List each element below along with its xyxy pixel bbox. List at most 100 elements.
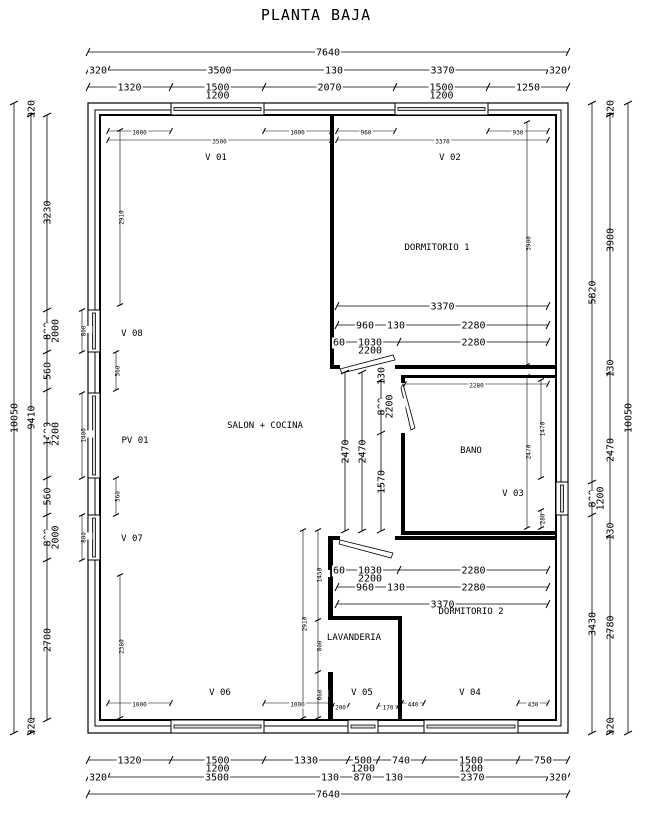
dimension-label: 5820: [588, 280, 599, 304]
dimension-tick: [78, 513, 86, 517]
dimension-label: 320: [606, 100, 617, 118]
dimension-label: 1000: [132, 702, 147, 709]
dimension-int-top-3370: 3370: [335, 136, 550, 146]
dimension-tick: [546, 127, 550, 135]
interior-wall: [403, 375, 556, 378]
dimension-label: 130: [387, 583, 405, 594]
dimension-tick: [42, 349, 52, 355]
dimension-label-bg: [457, 755, 485, 767]
dimension-tick: [335, 127, 339, 135]
dimension-tick: [116, 128, 124, 132]
dimension-tick: [116, 573, 124, 577]
dimension-label-bg: [460, 320, 487, 332]
dimension-tick: [26, 112, 36, 118]
dimension-label: 2780: [606, 615, 617, 639]
room-dormitorio-1: DORMITORIO 1: [404, 243, 469, 253]
window-glass: [92, 517, 96, 558]
dimension-label: 60: [333, 338, 345, 349]
dimension-tick: [314, 528, 322, 532]
dimension-label-bg: [204, 82, 231, 94]
dimension-label-bg: [352, 443, 379, 455]
dimension-label: 9410: [27, 405, 38, 429]
dimension-tick: [546, 699, 550, 707]
dimension-label: 3430: [588, 612, 599, 636]
dimension-label-bg: [203, 772, 231, 784]
dimension-label: 3370: [430, 600, 454, 611]
dimension-label: 2200: [358, 574, 382, 585]
dimension-label: 1400: [81, 428, 88, 443]
dimension-bath-width: 2280: [403, 380, 550, 390]
dimension-tick: [545, 582, 551, 592]
door-swing: [339, 354, 396, 374]
dimension-label-bg: [600, 619, 627, 631]
dimension-label: 3500: [205, 773, 229, 784]
dimension-dorm1-total: 3370: [334, 301, 551, 313]
dimension-tick: [329, 127, 333, 135]
dimension-label-bg: [87, 65, 109, 77]
dimension-tick: [168, 755, 174, 765]
dimension-label-bg: [514, 82, 542, 94]
dimension-label: 2370: [460, 773, 484, 784]
dimension-tick: [262, 127, 266, 135]
dimension-tick: [422, 699, 426, 707]
dimension-label-bg: [460, 337, 487, 349]
dimension-tick: [331, 702, 335, 710]
interior-wall: [328, 536, 340, 540]
dimension-tick: [357, 528, 367, 534]
dimension-label-bg: [582, 284, 609, 296]
window-glass: [173, 107, 262, 111]
window-glass: [173, 724, 262, 729]
dimension-tick: [85, 789, 91, 799]
dimension-label-bg: [406, 701, 420, 709]
dimension-label: 2470: [526, 444, 533, 459]
dimension-label: 2470: [606, 438, 617, 462]
dimension-label-bg: [429, 65, 456, 77]
dimension-label-bg: [460, 565, 487, 577]
room-salon-cocina: SALON + COCINA: [227, 421, 303, 431]
dimension-label-bg: [354, 582, 376, 594]
dimension-tick: [42, 387, 52, 393]
dimension-label-bg: [429, 599, 456, 611]
dimension-tick: [523, 526, 531, 530]
dimension-label-bg: [429, 301, 456, 313]
dimension-dorm1-height: 3900: [522, 120, 540, 367]
dimension-label: 170: [383, 705, 394, 712]
dimension-salon-2380: 2380: [115, 573, 133, 720]
dimension-tick: [169, 699, 173, 707]
dimension-label-bg: [204, 763, 231, 775]
dimension-tick: [42, 557, 52, 563]
dimension-label-bg: [204, 90, 231, 102]
dimension-label: 440: [408, 702, 419, 709]
dimension-label-bg: [603, 360, 624, 372]
dimension-label-bg: [590, 490, 617, 502]
dimension-tick: [299, 716, 307, 720]
dimension-label-bg: [331, 565, 347, 577]
dimension-label-bg: [434, 138, 452, 146]
dimension-label: 3500: [212, 139, 227, 146]
interior-wall: [398, 616, 402, 720]
dimension-tick: [112, 476, 120, 480]
dimension-label: 800: [81, 532, 88, 543]
dimension-label: 280: [540, 513, 547, 524]
dimension-label-bg: [40, 488, 61, 500]
dimension-label-bg: [289, 701, 307, 709]
dimension-tick: [78, 391, 86, 395]
dimension-tick: [375, 755, 381, 765]
dimension-label: 1500: [459, 756, 483, 767]
dimension-tick: [42, 717, 52, 723]
dimension-tick: [537, 508, 545, 512]
window-glass: [92, 312, 96, 350]
dimension-label: 1320: [117, 756, 141, 767]
dimension-label-bg: [116, 755, 143, 767]
dimension-label: 2700: [43, 628, 54, 652]
dimension-salon-2910: 2910: [115, 128, 133, 307]
dimension-label-bg: [21, 409, 48, 421]
dimension-label: 960: [361, 130, 372, 137]
dimension-label-bg: [314, 47, 342, 59]
dimension-label: 1320: [117, 83, 141, 94]
dimension-tick: [340, 528, 350, 534]
dimension-label: 2470: [341, 439, 352, 463]
